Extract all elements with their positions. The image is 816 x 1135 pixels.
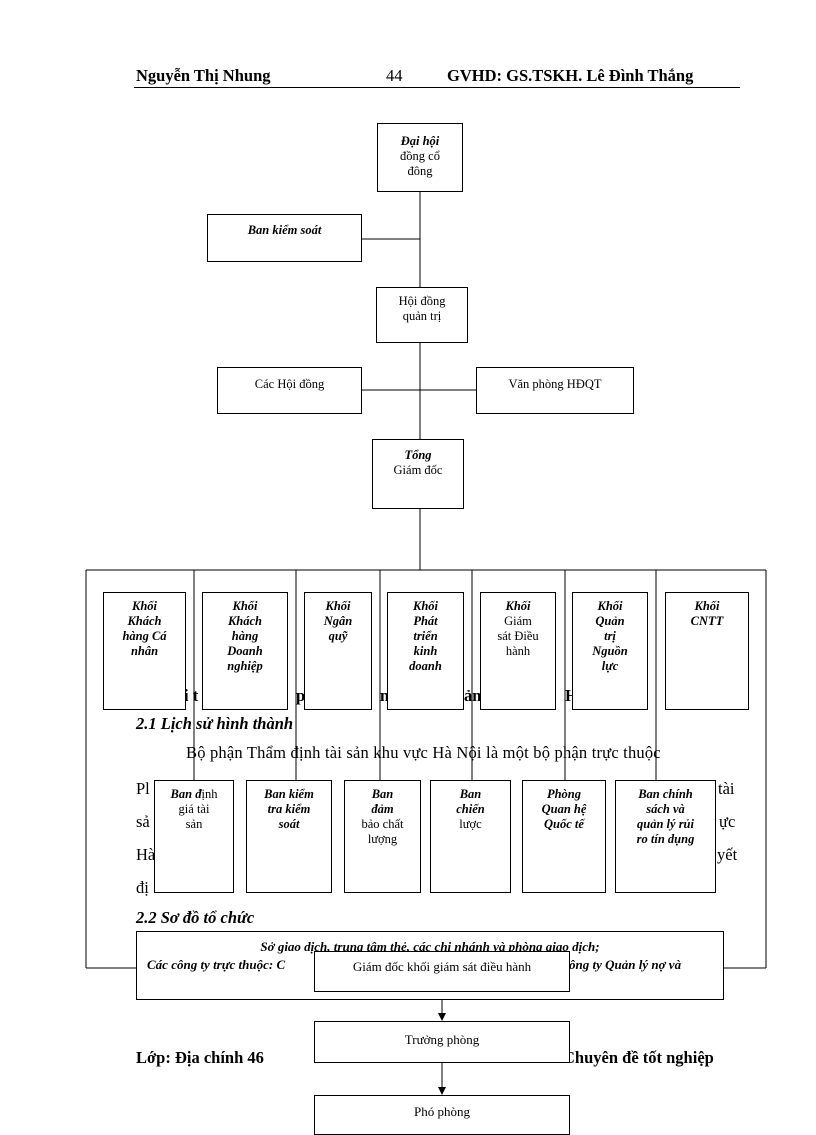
paragraph-line-2-left: Pl bbox=[136, 779, 150, 798]
section-2-1-heading: 2.1 Lịch sử hình thành bbox=[136, 714, 294, 733]
section-2-2-heading: 2.2 Sơ đồ tổ chức bbox=[136, 908, 255, 927]
paragraph-line-4-right: yết bbox=[717, 845, 738, 864]
box-dai-hoi-dong-co-dong: Đại hội đồng cổ đông bbox=[377, 123, 463, 192]
hidden-heading-frag: ản bbox=[464, 686, 482, 705]
paragraph-line-2-right: tài bbox=[718, 779, 735, 798]
arrow-head-pho-phong bbox=[438, 1087, 446, 1095]
box-truong-phong: Trưởng phòng bbox=[314, 1021, 570, 1063]
box-pho-phong: Phó phòng bbox=[314, 1095, 570, 1135]
header-author: Nguyễn Thị Nhung bbox=[136, 66, 271, 85]
paragraph-line-4-left: Hà bbox=[136, 845, 156, 864]
so-giao-dich-line2-left: Các công ty trực thuộc: C bbox=[147, 957, 286, 972]
paragraph-line-5-left: đị bbox=[136, 878, 149, 897]
so-giao-dich-line2-right: ông ty Quản lý nợ và bbox=[569, 957, 682, 972]
box-tong-giam-doc: Tổng Giám đốc bbox=[372, 439, 464, 509]
header-advisor: GVHD: GS.TSKH. Lê Đình Thắng bbox=[447, 66, 694, 85]
hidden-heading-frag: p bbox=[296, 686, 306, 705]
box-hoi-dong-quan-tri: Hội đồng quản trị bbox=[376, 287, 468, 343]
header-page-number: 44 bbox=[386, 66, 403, 85]
paragraph-line-1: Bộ phận Thẩm định tài sản khu vực Hà Nội… bbox=[186, 743, 661, 762]
hidden-heading-frag: n bbox=[380, 686, 390, 705]
arrow-head-truong-phong bbox=[438, 1013, 446, 1021]
hidden-heading-frag: i t bbox=[184, 686, 199, 705]
paragraph-line-3-right: ực bbox=[719, 812, 736, 831]
box-cac-hoi-dong: Các Hội đồng bbox=[217, 367, 362, 414]
footer-thesis-label: Chuyên đề tốt nghiệp bbox=[563, 1048, 714, 1067]
header-rule bbox=[134, 87, 740, 88]
paragraph-line-3-left: sả bbox=[136, 812, 150, 831]
box-giam-doc-khoi-giam-sat: Giám đốc khối giám sát điều hành bbox=[314, 951, 570, 992]
box-ban-kiem-soat: Ban kiểm soát bbox=[207, 214, 362, 262]
footer-class-label: Lớp: Địa chính 46 bbox=[136, 1048, 264, 1067]
box-van-phong-hdqt: Văn phòng HĐQT bbox=[476, 367, 634, 414]
